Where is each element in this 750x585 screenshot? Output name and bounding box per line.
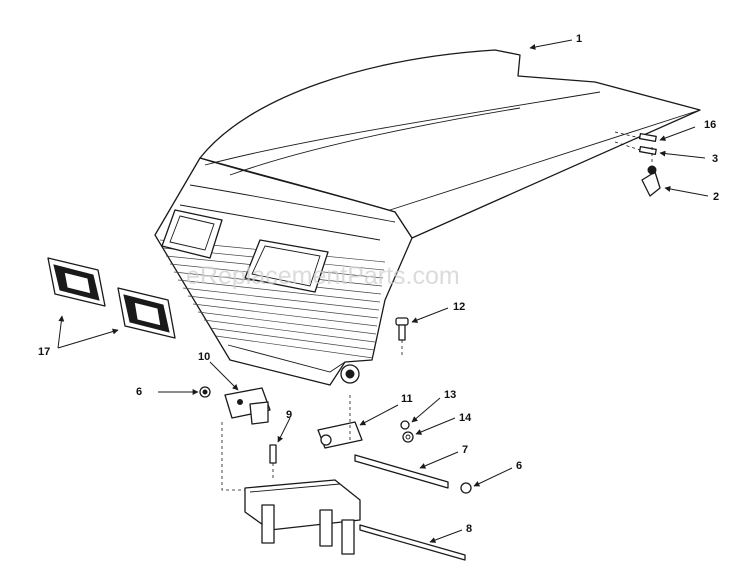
callout-10: 10 [198,351,210,363]
rod-part-7 [354,454,472,494]
bolt-part-12 [395,317,409,355]
callout-8: 8 [466,523,472,535]
spring-pin-part-9 [269,444,277,478]
watermark: eReplacementParts.com [186,262,460,290]
washers-part-13-14 [400,420,414,443]
callout-7: 7 [462,444,468,456]
callout-17: 17 [38,346,50,358]
callout-3: 3 [712,153,718,165]
callout-14: 14 [459,412,472,424]
callout-6-left: 6 [136,386,142,398]
callout-1: 1 [576,33,582,45]
callout-6-right: 6 [516,460,522,472]
callout-12: 12 [453,301,465,313]
callout-9: 9 [286,409,292,421]
pins-16-3 [614,131,657,155]
callout-11: 11 [401,393,413,405]
callout-13: 13 [444,389,456,401]
headlight-opening-right [244,239,329,293]
hinge-bracket-part-2 [641,145,661,197]
headlight-lens-part-17 [47,257,176,339]
mount-frame [221,395,361,555]
leader-lines [57,39,709,543]
hood-part-1 [154,49,701,386]
callout-16: 16 [704,119,716,131]
hinge-part-11 [317,421,363,449]
bracket-part-10 [224,387,271,425]
rod-part-8 [359,524,466,561]
nut-part-6-left [199,386,211,398]
callout-2: 2 [713,191,719,203]
